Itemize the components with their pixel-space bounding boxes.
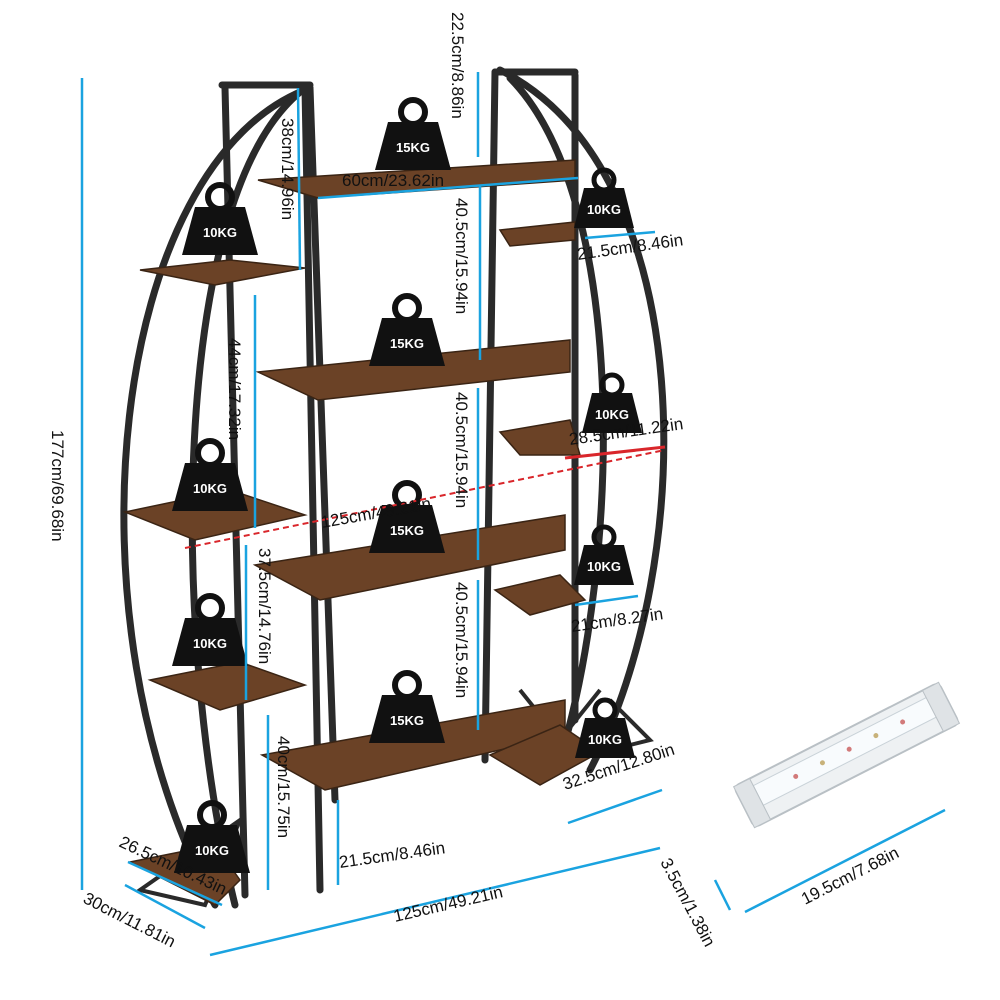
weight-icon: 10KG <box>574 524 634 585</box>
weight-icon: 10KG <box>574 167 634 228</box>
right-mid-shelf-line <box>564 445 666 460</box>
weight-icon: 10KG <box>575 697 635 758</box>
light-end-cap <box>732 777 772 829</box>
left-lower-gap-label: 37.5cm/14.76in <box>255 548 274 664</box>
weight-label: 15KG <box>390 713 424 728</box>
weight-label: 10KG <box>588 732 622 747</box>
right-top-shelf-line <box>584 230 656 240</box>
left-shelf-1 <box>139 259 306 286</box>
weight-label: 15KG <box>396 140 430 155</box>
bottom-gap-label: 21.5cm/8.46in <box>338 838 446 872</box>
left-outer-arc <box>120 84 314 909</box>
dimension-lines <box>80 72 946 957</box>
weight-label: 15KG <box>390 523 424 538</box>
base-width-line <box>209 846 661 957</box>
weight-label: 10KG <box>195 843 229 858</box>
shelves <box>122 159 602 906</box>
left-shelf-3 <box>147 661 308 711</box>
left-bottom-shelf-line <box>127 860 223 907</box>
led-light-bar <box>732 681 961 829</box>
weight-icon: 15KG <box>375 97 451 170</box>
led-dot <box>900 719 906 725</box>
led-dot <box>873 733 879 739</box>
center-shelf-2 <box>255 339 571 401</box>
center-shelf-3 <box>252 514 566 601</box>
depth-label: 30cm/11.81in <box>80 889 178 952</box>
depth-line <box>124 883 206 930</box>
upper-side-line <box>296 87 302 271</box>
weight-icon: 10KG <box>182 182 258 255</box>
weight-icon: 15KG <box>369 670 445 743</box>
weight-label: 10KG <box>193 481 227 496</box>
weight-icon: 10KG <box>582 372 642 433</box>
top-width-label: 60cm/23.62in <box>342 171 444 190</box>
right-lower-shelf-line <box>574 594 639 607</box>
weight-icon: 15KG <box>369 480 445 553</box>
light-end-cap <box>921 681 961 733</box>
weight-icon: 15KG <box>369 293 445 366</box>
top-width-line <box>317 176 579 200</box>
left-bottom-gap-label: 40cm/15.75in <box>274 736 293 838</box>
weight-label: 10KG <box>587 559 621 574</box>
top-gap-label: 22.5cm/8.86in <box>448 12 467 119</box>
led-dot <box>846 746 852 752</box>
led-dot <box>819 760 825 766</box>
weight-label: 10KG <box>595 407 629 422</box>
center-gap-2-label: 40.5cm/15.94in <box>452 392 471 508</box>
led-dot <box>793 773 799 779</box>
light-width-label: 3.5cm/1.38in <box>656 855 718 950</box>
right-lower-shelf-label: 21cm/8.27in <box>570 604 664 636</box>
weight-label: 10KG <box>193 636 227 651</box>
center-gap-1-label: 40.5cm/15.94in <box>452 198 471 314</box>
left-inner-arc <box>188 88 304 909</box>
weight-icon: 10KG <box>174 800 250 873</box>
left-mid-gap-label: 44cm/17.32in <box>225 338 244 440</box>
weight-icon: 10KG <box>172 593 248 666</box>
center-gap-3-label: 40.5cm/15.94in <box>452 582 471 698</box>
right-bottom-shelf-line <box>567 788 663 825</box>
light-diffuser <box>752 696 938 806</box>
center-left-post <box>306 84 339 804</box>
weight-icons: 15KG 15KG 15KG 15KG 10KG 10KG <box>172 97 642 873</box>
right-shelf-3 <box>493 574 587 616</box>
light-length-line <box>744 808 946 914</box>
right-shelf-1 <box>498 221 576 247</box>
weight-label: 15KG <box>390 336 424 351</box>
mid-width-line <box>184 449 666 549</box>
upper-side-gap-label: 38cm/14.96in <box>278 118 297 220</box>
weight-label: 10KG <box>203 225 237 240</box>
weight-label: 10KG <box>587 202 621 217</box>
right-front-post <box>481 68 499 764</box>
light-width-line <box>713 879 732 911</box>
weight-icon: 10KG <box>172 438 248 511</box>
height-total-label: 177cm/69.68in <box>48 430 67 542</box>
overall-width-base-label: 125cm/49.21in <box>392 882 505 926</box>
